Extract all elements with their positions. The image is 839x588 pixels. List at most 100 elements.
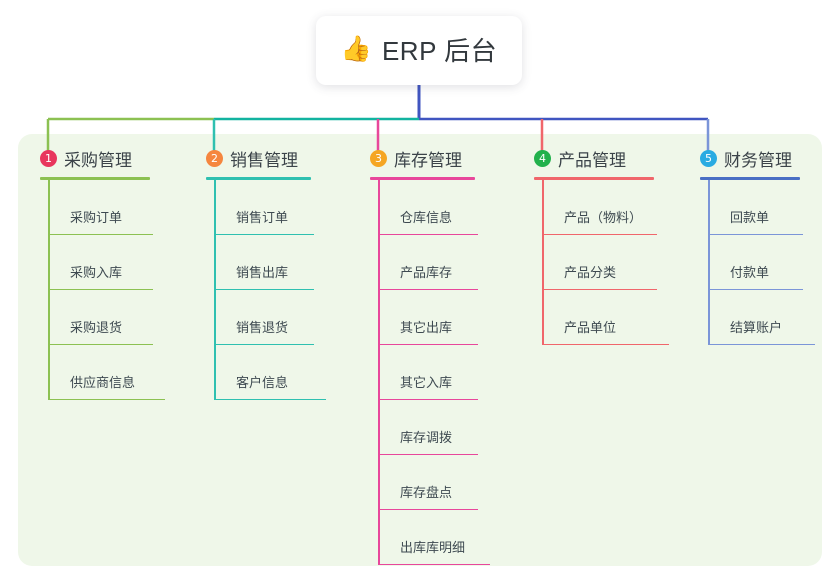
- leaf-node-label: 采购订单: [70, 210, 123, 225]
- column-1: 1 采购管理采购订单采购入库采购退货供应商信息: [40, 146, 190, 400]
- leaf-node-label: 产品（物料）: [564, 210, 643, 225]
- leaf-node-rule: [378, 508, 478, 510]
- leaf-node-rule: [708, 343, 815, 345]
- column-spine-2: [214, 180, 216, 400]
- column-header-rule-4: [534, 177, 654, 180]
- leaf-node[interactable]: 客户信息: [214, 345, 356, 400]
- leaf-node[interactable]: 采购退货: [48, 290, 190, 345]
- column-items-1: 采购订单采购入库采购退货供应商信息: [48, 180, 190, 400]
- leaf-node-label: 产品单位: [564, 320, 617, 335]
- column-spine-5: [708, 180, 710, 345]
- leaf-node-label: 付款单: [730, 265, 770, 280]
- column-title-4: 产品管理: [558, 150, 626, 170]
- column-items-3: 仓库信息产品库存其它出库其它入库库存调拨库存盘点出库库明细: [378, 180, 520, 565]
- leaf-node-rule: [378, 288, 478, 290]
- leaf-node[interactable]: 出库库明细: [378, 510, 520, 565]
- leaf-node-rule: [48, 288, 153, 290]
- leaf-node[interactable]: 产品库存: [378, 235, 520, 290]
- leaf-node-rule: [48, 398, 165, 400]
- leaf-node[interactable]: 付款单: [708, 235, 839, 290]
- leaf-node-label: 采购入库: [70, 265, 123, 280]
- column-4: 4 产品管理产品（物料） 产品分类产品单位: [534, 146, 684, 345]
- leaf-node[interactable]: 其它出库: [378, 290, 520, 345]
- column-badge-3: 3: [370, 149, 387, 167]
- column-5: 5 财务管理回款单付款单结算账户: [700, 146, 839, 345]
- column-badge-1: 1: [40, 149, 57, 167]
- leaf-node-rule: [542, 288, 657, 290]
- column-header-1[interactable]: 1 采购管理: [40, 146, 190, 170]
- leaf-node-rule: [378, 398, 478, 400]
- leaf-node[interactable]: 结算账户: [708, 290, 839, 345]
- leaf-node[interactable]: 产品分类: [542, 235, 684, 290]
- leaf-node-rule: [378, 343, 478, 345]
- leaf-node-label: 其它出库: [400, 320, 453, 335]
- leaf-node-label: 销售退货: [236, 320, 289, 335]
- leaf-node-label: 客户信息: [236, 375, 289, 390]
- column-spine-3: [378, 180, 380, 565]
- leaf-node-label: 采购退货: [70, 320, 123, 335]
- leaf-node-rule: [708, 288, 803, 290]
- column-title-3: 库存管理: [394, 150, 462, 170]
- leaf-node-label: 销售出库: [236, 265, 289, 280]
- leaf-node[interactable]: 销售订单: [214, 180, 356, 235]
- leaf-node-label: 库存调拨: [400, 430, 453, 445]
- column-header-4[interactable]: 4 产品管理: [534, 146, 684, 170]
- leaf-node-label: 出库库明细: [400, 540, 466, 555]
- leaf-node[interactable]: 库存调拨: [378, 400, 520, 455]
- column-items-2: 销售订单销售出库销售退货客户信息: [214, 180, 356, 400]
- leaf-node-label: 供应商信息: [70, 375, 136, 390]
- leaf-node-rule: [542, 233, 657, 235]
- column-header-3[interactable]: 3 库存管理: [370, 146, 520, 170]
- leaf-node-rule: [48, 233, 153, 235]
- leaf-node-rule: [214, 398, 326, 400]
- leaf-node-label: 产品分类: [564, 265, 617, 280]
- column-header-5[interactable]: 5 财务管理: [700, 146, 839, 170]
- column-header-rule-1: [40, 177, 150, 180]
- leaf-node-label: 产品库存: [400, 265, 453, 280]
- leaf-node-label: 销售订单: [236, 210, 289, 225]
- leaf-node[interactable]: 库存盘点: [378, 455, 520, 510]
- leaf-node-rule: [378, 233, 478, 235]
- leaf-node-rule: [214, 288, 314, 290]
- column-title-5: 财务管理: [724, 150, 792, 170]
- column-badge-2: 2: [206, 149, 223, 167]
- column-spine-1: [48, 180, 50, 400]
- diagram-panel-background: [18, 134, 822, 566]
- leaf-node-label: 回款单: [730, 210, 770, 225]
- column-3: 3 库存管理仓库信息产品库存其它出库其它入库库存调拨库存盘点出库库明细: [370, 146, 520, 565]
- leaf-node-rule: [214, 343, 314, 345]
- leaf-node-rule: [378, 453, 478, 455]
- leaf-node-label: 仓库信息: [400, 210, 453, 225]
- column-badge-4: 4: [534, 149, 551, 167]
- thumbs-up-icon: 👍: [340, 35, 372, 63]
- root-node-title: ERP 后台: [381, 36, 498, 66]
- leaf-node-label: 其它入库: [400, 375, 453, 390]
- leaf-node-rule: [378, 563, 490, 565]
- leaf-node-rule: [542, 343, 669, 345]
- leaf-node[interactable]: 产品（物料）: [542, 180, 684, 235]
- leaf-node-label: 库存盘点: [400, 485, 453, 500]
- root-node-card[interactable]: 👍 ERP 后台: [316, 16, 522, 85]
- leaf-node[interactable]: 采购入库: [48, 235, 190, 290]
- column-badge-5: 5: [700, 149, 717, 167]
- leaf-node[interactable]: 采购订单: [48, 180, 190, 235]
- column-title-1: 采购管理: [64, 150, 132, 170]
- column-spine-4: [542, 180, 544, 345]
- column-items-5: 回款单付款单结算账户: [708, 180, 839, 345]
- leaf-node-label: 结算账户: [730, 320, 783, 335]
- leaf-node[interactable]: 其它入库: [378, 345, 520, 400]
- leaf-node[interactable]: 回款单: [708, 180, 839, 235]
- leaf-node-rule: [708, 233, 803, 235]
- leaf-node[interactable]: 销售退货: [214, 290, 356, 345]
- leaf-node[interactable]: 产品单位: [542, 290, 684, 345]
- leaf-node[interactable]: 仓库信息: [378, 180, 520, 235]
- column-items-4: 产品（物料） 产品分类产品单位: [542, 180, 684, 345]
- leaf-node[interactable]: 供应商信息: [48, 345, 190, 400]
- column-header-rule-5: [700, 177, 800, 180]
- leaf-node[interactable]: 销售出库: [214, 235, 356, 290]
- column-header-rule-3: [370, 177, 475, 180]
- column-header-rule-2: [206, 177, 311, 180]
- leaf-node-rule: [48, 343, 153, 345]
